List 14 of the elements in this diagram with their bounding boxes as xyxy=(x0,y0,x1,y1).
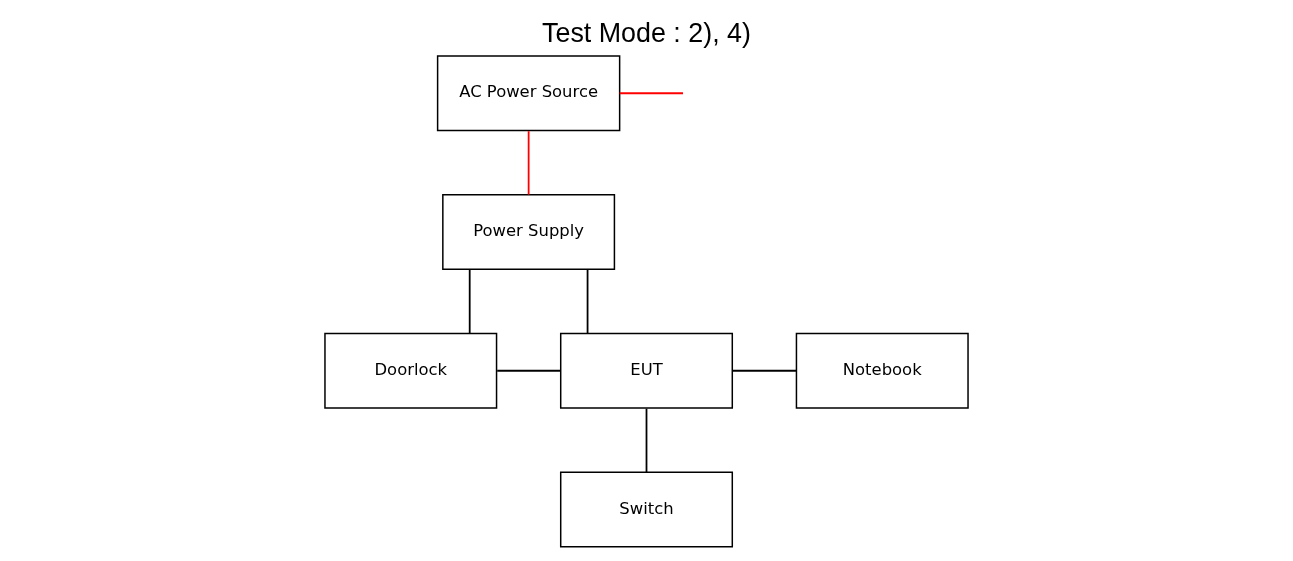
connector xyxy=(468,269,471,335)
connector xyxy=(645,407,648,474)
connector xyxy=(732,369,798,372)
node-box: AC Power Source xyxy=(436,55,621,132)
node-box: EUT xyxy=(559,332,734,409)
diagram-title: Test Mode : 2), 4) xyxy=(542,17,751,48)
node-box: Switch xyxy=(559,471,734,548)
node-box: Doorlock xyxy=(324,332,498,409)
connector xyxy=(586,269,589,335)
node-box: Power Supply xyxy=(442,193,616,271)
connector xyxy=(618,92,684,95)
connector xyxy=(527,130,530,196)
node-box: Notebook xyxy=(795,332,969,409)
connector xyxy=(496,369,562,372)
